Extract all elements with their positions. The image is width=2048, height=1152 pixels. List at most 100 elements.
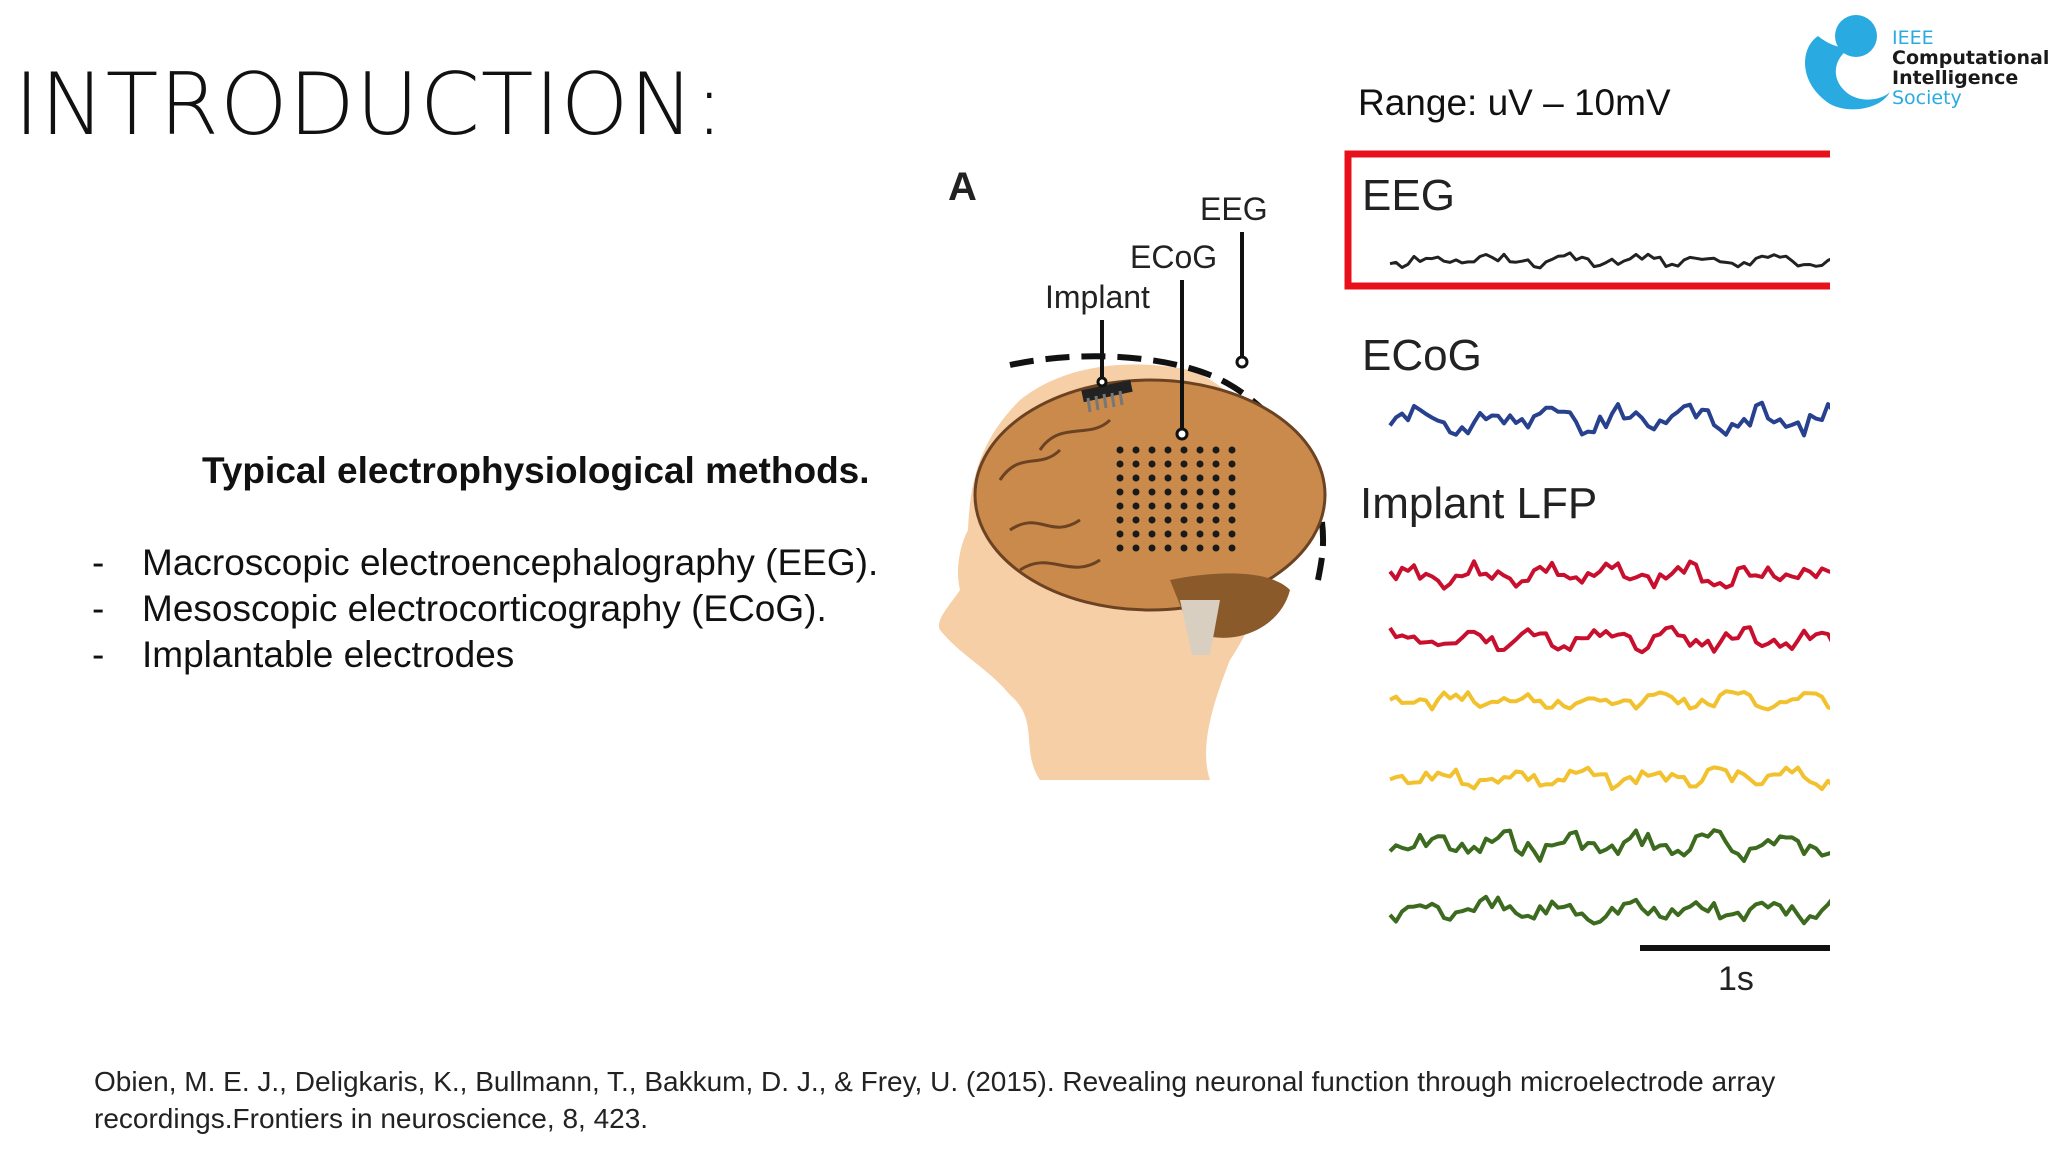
electrode-dot bbox=[1196, 488, 1204, 496]
electrode-dot bbox=[1196, 474, 1204, 482]
electrode-dot bbox=[1212, 544, 1220, 552]
electrode-dot bbox=[1116, 502, 1124, 510]
signal-trace bbox=[1388, 894, 1830, 926]
electrode-dot bbox=[1164, 502, 1172, 510]
electrode-dot bbox=[1196, 502, 1204, 510]
ecog-electrode-grid bbox=[1116, 446, 1236, 552]
logo-swoosh-icon bbox=[1805, 36, 1890, 110]
signal-traces bbox=[1388, 251, 1830, 926]
list-item: -Implantable electrodes bbox=[92, 632, 878, 678]
electrode-dot bbox=[1116, 516, 1124, 524]
electrode-dot bbox=[1212, 460, 1220, 468]
electrode-dot bbox=[1196, 516, 1204, 524]
electrode-dot bbox=[1180, 474, 1188, 482]
electrode-dot bbox=[1228, 516, 1236, 524]
eeg-electrode-dot bbox=[1235, 355, 1249, 369]
electrode-dot bbox=[1116, 460, 1124, 468]
electrode-dot bbox=[1180, 488, 1188, 496]
ecog-electrode-dot bbox=[1175, 427, 1189, 441]
electrode-dot bbox=[1132, 544, 1140, 552]
electrode-dot bbox=[1132, 488, 1140, 496]
slide-title: INTRODUCTION: bbox=[14, 55, 725, 155]
electrode-dot bbox=[1148, 502, 1156, 510]
head-label-implant: Implant bbox=[1045, 279, 1150, 315]
signal-trace bbox=[1389, 251, 1830, 270]
scale-bar-label: 1s bbox=[1718, 960, 1754, 998]
signal-trace bbox=[1389, 689, 1830, 712]
trace-label-ecog: ECoG bbox=[1362, 331, 1482, 380]
electrode-dot bbox=[1180, 530, 1188, 538]
electrode-dot bbox=[1180, 502, 1188, 510]
electrode-dot bbox=[1116, 544, 1124, 552]
bullet-text: Mesoscopic electrocorticography (ECoG). bbox=[142, 588, 827, 629]
electrode-dot bbox=[1148, 488, 1156, 496]
logo-line-society: Society bbox=[1892, 87, 1962, 109]
head-label-ecog: ECoG bbox=[1130, 239, 1217, 275]
brain-folds bbox=[998, 418, 1112, 572]
electrode-dot bbox=[1116, 488, 1124, 496]
electrode-dot bbox=[1196, 530, 1204, 538]
logo-line-ieee: IEEE bbox=[1892, 27, 1934, 49]
signal-trace bbox=[1388, 559, 1830, 591]
electrode-dot bbox=[1228, 474, 1236, 482]
electrode-dot bbox=[1212, 502, 1220, 510]
electrode-dot bbox=[1148, 516, 1156, 524]
electrode-dot bbox=[1148, 460, 1156, 468]
electrode-dot bbox=[1164, 446, 1172, 454]
electrode-dot bbox=[1148, 530, 1156, 538]
head-label-eeg: EEG bbox=[1200, 191, 1268, 227]
signal-trace bbox=[1388, 828, 1830, 863]
implant-shanks bbox=[1086, 390, 1124, 413]
electrode-dot bbox=[1180, 446, 1188, 454]
electrode-dot bbox=[1132, 530, 1140, 538]
implant-electrode-icon bbox=[1081, 379, 1133, 403]
logo-text: IEEE Computational Intelligence Society bbox=[1892, 28, 2048, 108]
electrode-dot bbox=[1164, 544, 1172, 552]
electrode-dot bbox=[1212, 516, 1220, 524]
electrode-dot bbox=[1180, 544, 1188, 552]
electrode-dot bbox=[1164, 488, 1172, 496]
electrode-dot bbox=[1196, 460, 1204, 468]
bullet-text: Implantable electrodes bbox=[142, 634, 515, 675]
logo-line-intelligence: Intelligence bbox=[1892, 67, 2019, 89]
trace-label-implant-lfp: Implant LFP bbox=[1360, 479, 1597, 528]
list-item: -Macroscopic electroencephalography (EEG… bbox=[92, 540, 878, 586]
electrode-dot bbox=[1164, 530, 1172, 538]
electrode-dot bbox=[1212, 488, 1220, 496]
list-item: -Mesoscopic electrocorticography (ECoG). bbox=[92, 586, 878, 632]
bullet-dash: - bbox=[92, 588, 105, 629]
signal-trace bbox=[1388, 624, 1830, 655]
electrode-dot bbox=[1132, 446, 1140, 454]
electrode-dot bbox=[1228, 502, 1236, 510]
ieee-cis-logo bbox=[1805, 15, 1890, 110]
range-label: Range: uV – 10mV bbox=[1358, 82, 1671, 123]
bullet-dash: - bbox=[92, 634, 105, 675]
electrophysiology-figure: A EEG ECoG Implant EEG ECoG Implant LFP … bbox=[939, 150, 1830, 998]
electrode-dot bbox=[1212, 530, 1220, 538]
electrode-dot bbox=[1148, 544, 1156, 552]
signal-trace bbox=[1388, 400, 1830, 438]
panel-letter: A bbox=[948, 165, 977, 209]
electrode-dot bbox=[1228, 446, 1236, 454]
signal-trace bbox=[1389, 765, 1830, 792]
electrode-dot bbox=[1116, 530, 1124, 538]
electrode-dot bbox=[1132, 516, 1140, 524]
electrode-dot bbox=[1148, 474, 1156, 482]
eeg-highlight-box bbox=[1344, 150, 1830, 290]
electrode-dot bbox=[1116, 446, 1124, 454]
electrode-dot bbox=[1164, 474, 1172, 482]
electrode-dot bbox=[1164, 516, 1172, 524]
electrode-dot bbox=[1228, 544, 1236, 552]
citation: Obien, M. E. J., Deligkaris, K., Bullman… bbox=[94, 1063, 1958, 1137]
electrode-dot bbox=[1212, 474, 1220, 482]
section-heading: Typical electrophysiological methods. bbox=[202, 450, 870, 491]
electrode-dot bbox=[1196, 446, 1204, 454]
electrode-dot bbox=[1180, 460, 1188, 468]
electrode-dot bbox=[1228, 460, 1236, 468]
electrode-dot bbox=[1116, 474, 1124, 482]
electrode-dot bbox=[1164, 460, 1172, 468]
brainstem-icon bbox=[1180, 600, 1220, 655]
logo-circle-icon bbox=[1835, 15, 1877, 57]
brain-icon bbox=[973, 378, 1327, 612]
electrode-dot bbox=[1196, 544, 1204, 552]
